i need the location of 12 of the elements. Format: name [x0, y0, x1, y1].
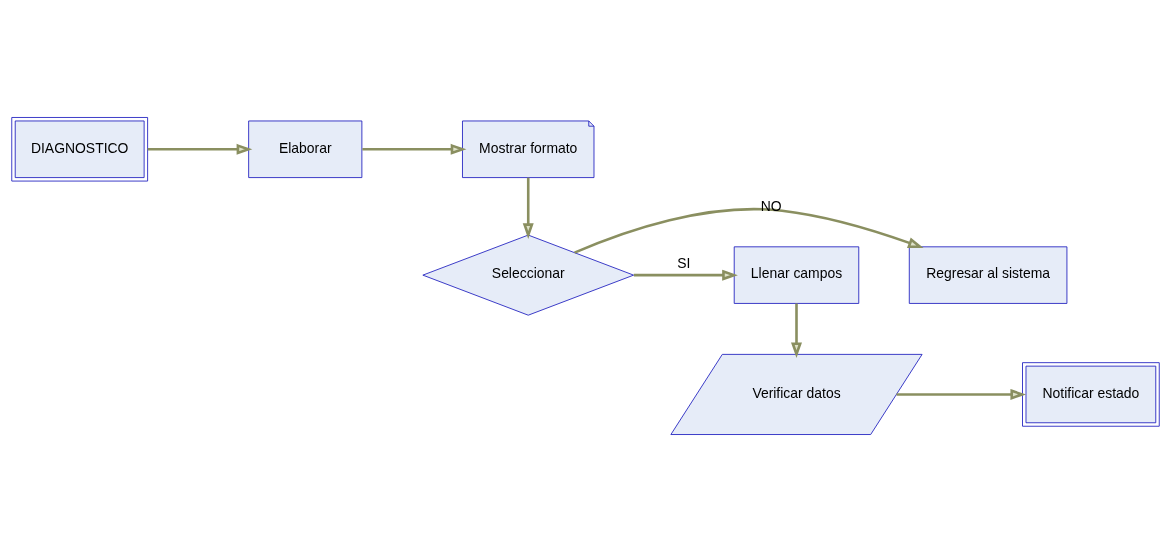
arrow — [633, 269, 738, 281]
edge-label: SI — [677, 254, 691, 271]
arrow — [791, 303, 802, 358]
arrow — [522, 177, 534, 239]
node-box: Llenar campos — [733, 245, 860, 304]
arrow — [896, 388, 1027, 400]
node-diamond: Seleccionar — [422, 234, 635, 316]
arrow — [362, 143, 467, 155]
arrow — [147, 143, 253, 155]
node-box: Elaborar — [248, 120, 363, 178]
arrow — [574, 207, 924, 254]
node-box: Regresar al sistema — [908, 245, 1068, 304]
